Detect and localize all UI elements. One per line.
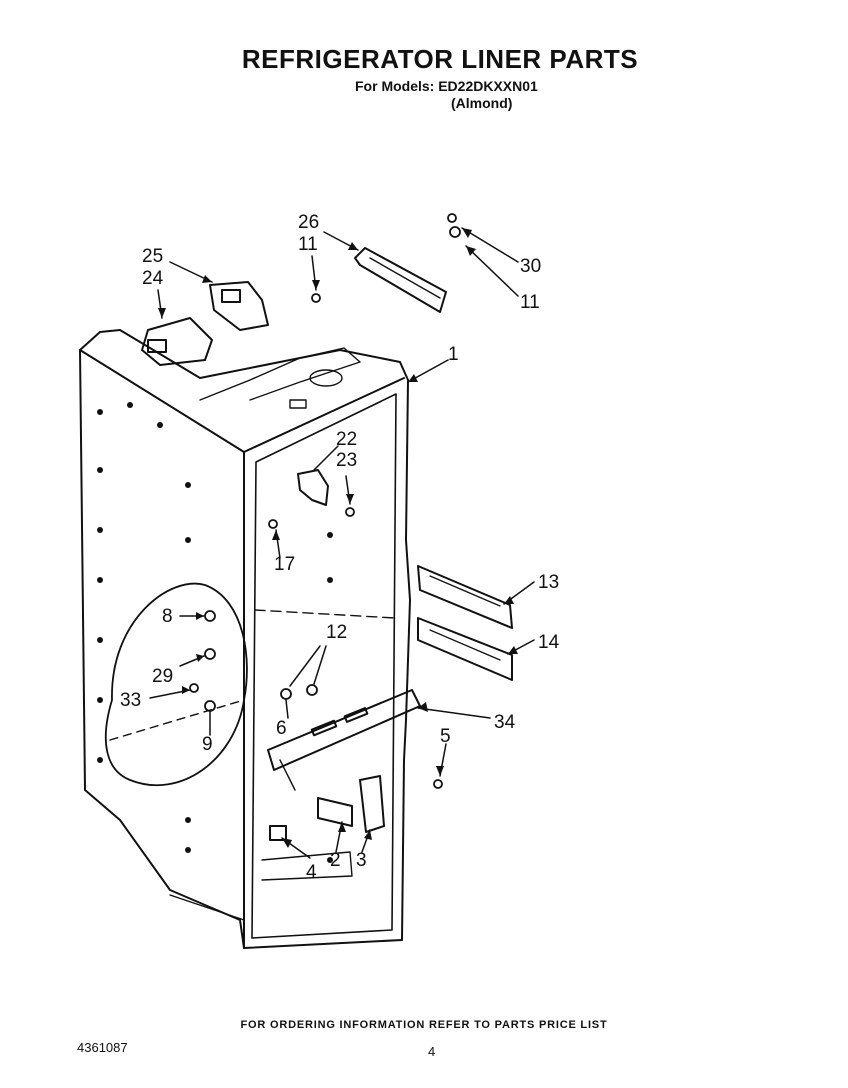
callout-9: 9 bbox=[202, 734, 213, 755]
callout-3: 3 bbox=[356, 850, 367, 871]
part-24-housing bbox=[141, 317, 213, 366]
part-2-3-brackets bbox=[317, 775, 385, 833]
callout-8: 8 bbox=[162, 606, 173, 627]
page-number: 4 bbox=[428, 1044, 436, 1059]
control-area-outline bbox=[104, 582, 248, 786]
callout-6: 6 bbox=[276, 718, 287, 739]
callout-29: 29 bbox=[152, 666, 173, 687]
callout-24: 24 bbox=[142, 268, 164, 289]
part-22-bracket bbox=[297, 469, 329, 506]
document-number: 4361087 bbox=[77, 1040, 128, 1055]
part-4-switch bbox=[269, 825, 287, 841]
callout-30: 30 bbox=[520, 256, 541, 277]
page-title: REFRIGERATOR LINER PARTS bbox=[241, 44, 639, 74]
callout-11-right: 11 bbox=[520, 292, 540, 313]
callout-labels: 26 11 25 24 30 11 1 22 23 17 13 14 8 12 … bbox=[120, 212, 560, 883]
leader-lines bbox=[149, 227, 535, 859]
color-variant: (Almond) bbox=[451, 95, 513, 111]
callout-26: 26 bbox=[298, 212, 319, 233]
part-14-control-plate bbox=[417, 617, 513, 681]
screws bbox=[189, 213, 461, 789]
callout-34: 34 bbox=[494, 712, 516, 733]
callout-2: 2 bbox=[330, 850, 341, 871]
part-13-control-plate bbox=[417, 565, 513, 629]
callout-25: 25 bbox=[142, 246, 163, 267]
callout-14: 14 bbox=[538, 632, 560, 653]
part-25-bracket bbox=[209, 281, 269, 331]
mounting-holes bbox=[97, 402, 333, 863]
callout-13: 13 bbox=[538, 572, 559, 593]
callout-22: 22 bbox=[336, 429, 357, 450]
callout-4: 4 bbox=[306, 862, 317, 883]
models-line: For Models: ED22DKXXN01 bbox=[355, 78, 538, 94]
callout-1: 1 bbox=[448, 344, 459, 365]
part-34-cover bbox=[267, 689, 421, 791]
callout-12: 12 bbox=[326, 622, 347, 643]
callout-11-top: 11 bbox=[298, 234, 318, 255]
arrowheads bbox=[158, 228, 518, 848]
callout-23: 23 bbox=[336, 450, 357, 471]
callout-5: 5 bbox=[440, 726, 451, 747]
part-26-top-channel bbox=[354, 247, 447, 313]
callout-17: 17 bbox=[274, 554, 295, 575]
callout-33: 33 bbox=[120, 690, 141, 711]
ordering-note: FOR ORDERING INFORMATION REFER TO PARTS … bbox=[240, 1019, 608, 1031]
